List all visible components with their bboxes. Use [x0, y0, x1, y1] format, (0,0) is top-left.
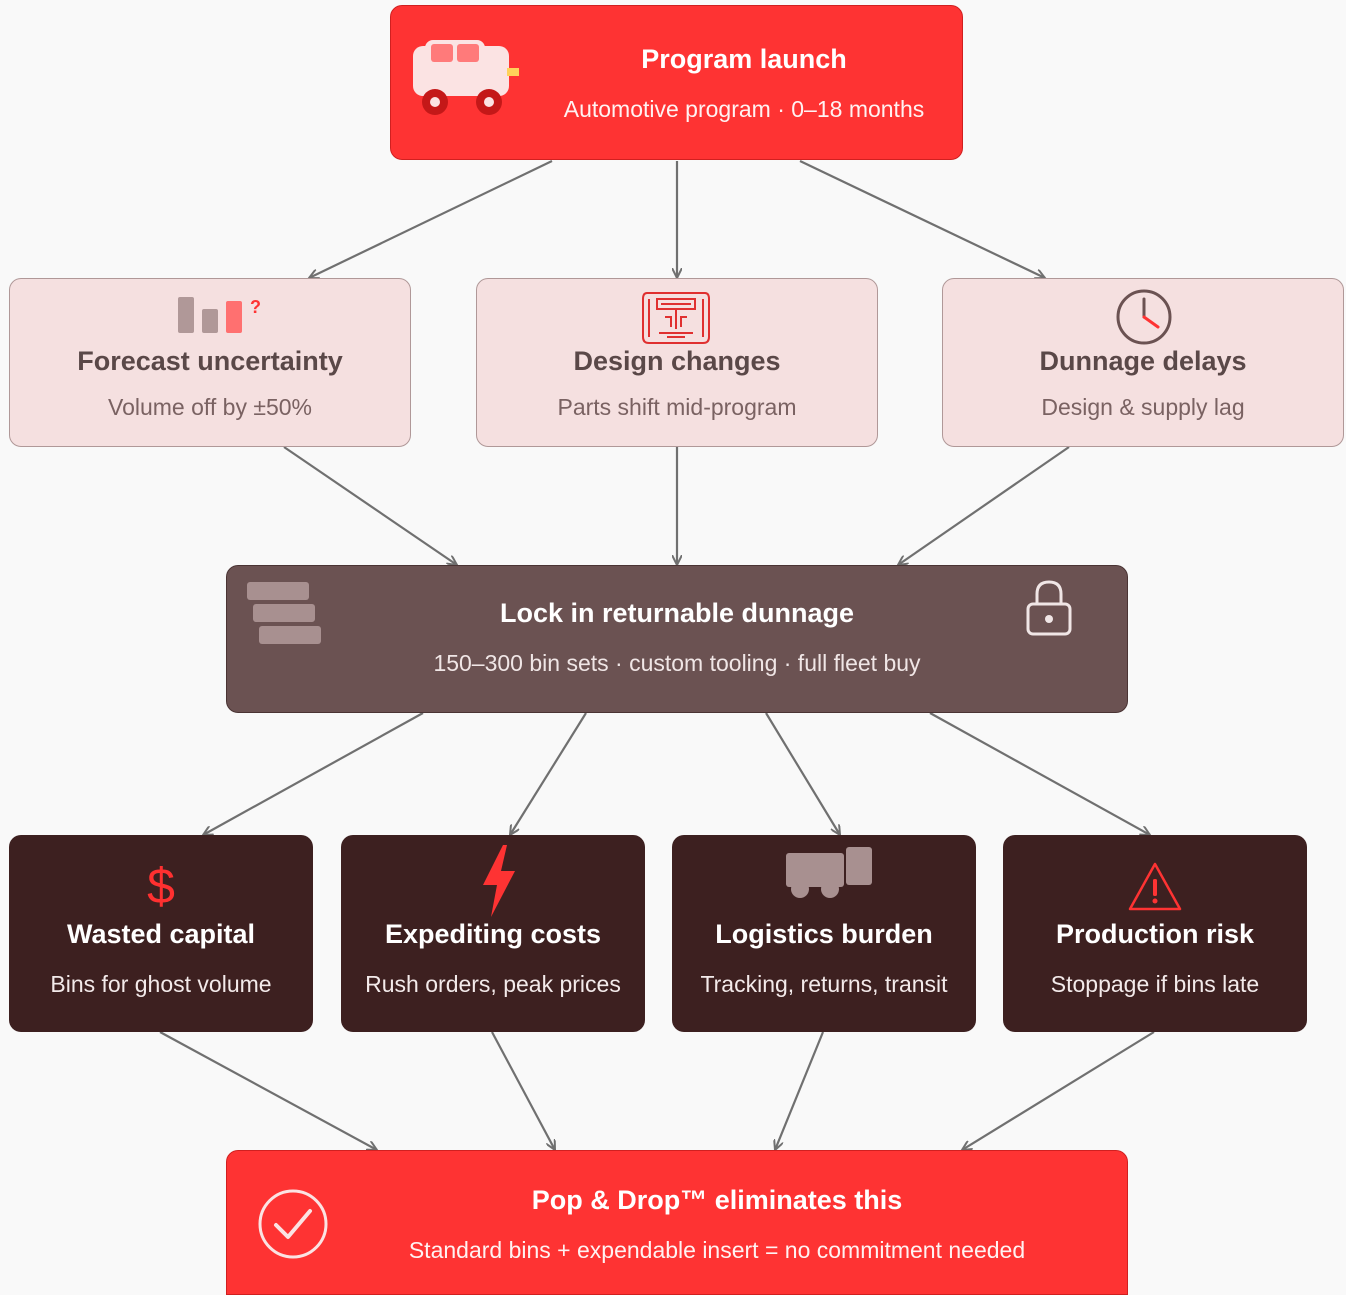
- pop-and-drop-title: Pop & Drop™ eliminates this: [531, 1185, 903, 1215]
- warning-icon: [1128, 862, 1182, 911]
- lightning-icon: [483, 845, 515, 917]
- forecast-uncertainty-node: ? Forecast uncertainty Volume off by ±50…: [9, 278, 411, 447]
- blueprint-icon: [642, 292, 710, 344]
- wasted-capital-title: Wasted capital: [66, 919, 256, 949]
- arrow-expediting-to-solution: [491, 1031, 555, 1150]
- program-launch-subtitle: Automotive program · 0–18 months: [563, 96, 925, 122]
- lock-dunnage-title: Lock in returnable dunnage: [499, 598, 855, 628]
- checkmark-circle-icon: [258, 1189, 328, 1259]
- arrow-delays-to-lock: [898, 446, 1070, 565]
- program-launch-node: Program launch Automotive program · 0–18…: [390, 5, 963, 160]
- forecast-uncertainty-title: Forecast uncertainty: [77, 346, 343, 376]
- arrow-logistics-to-solution: [775, 1031, 825, 1150]
- production-risk-subtitle: Stoppage if bins late: [1050, 971, 1260, 997]
- arrow-forecast-to-lock: [283, 446, 457, 565]
- program-launch-title: Program launch: [641, 44, 847, 74]
- logistics-burden-node: Logistics burden Tracking, returns, tran…: [672, 835, 976, 1032]
- production-risk-node: Production risk Stoppage if bins late: [1003, 835, 1307, 1032]
- svg-text:$: $: [147, 858, 175, 913]
- design-changes-node: Design changes Parts shift mid-program: [476, 278, 878, 447]
- car-icon: [413, 40, 519, 115]
- clock-icon: [1116, 289, 1172, 345]
- design-changes-title: Design changes: [573, 346, 781, 376]
- wasted-capital-node: $ Wasted capital Bins for ghost volume: [9, 835, 313, 1032]
- expediting-costs-subtitle: Rush orders, peak prices: [365, 971, 621, 997]
- logistics-burden-title: Logistics burden: [715, 919, 933, 949]
- arrow-risk-to-solution: [962, 1031, 1155, 1150]
- arrow-capital-to-solution: [159, 1031, 377, 1150]
- arrow-lock-to-logistics: [765, 712, 840, 835]
- truck-icon: [786, 847, 872, 898]
- svg-text:?: ?: [250, 297, 261, 317]
- stacked-bins-icon: [247, 582, 321, 644]
- arrow-launch-to-forecast: [309, 160, 553, 278]
- expediting-costs-title: Expediting costs: [384, 919, 602, 949]
- arrow-lock-to-risk: [929, 712, 1150, 835]
- pop-and-drop-node: Pop & Drop™ eliminates this Standard bin…: [226, 1150, 1128, 1295]
- dunnage-delays-node: Dunnage delays Design & supply lag: [942, 278, 1344, 447]
- dunnage-delays-title: Dunnage delays: [1039, 346, 1247, 376]
- pop-and-drop-subtitle: Standard bins + expendable insert = no c…: [408, 1237, 1026, 1263]
- forecast-uncertainty-subtitle: Volume off by ±50%: [108, 394, 312, 420]
- lock-dunnage-subtitle: 150–300 bin sets · custom tooling · full…: [433, 650, 921, 676]
- bar-chart-question-icon: ?: [178, 297, 261, 333]
- logistics-burden-subtitle: Tracking, returns, transit: [700, 971, 948, 997]
- dunnage-delays-subtitle: Design & supply lag: [1041, 394, 1245, 420]
- arrow-lock-to-expediting: [510, 712, 587, 835]
- padlock-icon: [1026, 580, 1072, 636]
- production-risk-title: Production risk: [1055, 919, 1255, 949]
- wasted-capital-subtitle: Bins for ghost volume: [50, 971, 272, 997]
- arrow-launch-to-delays: [799, 160, 1045, 278]
- arrow-lock-to-capital: [203, 712, 424, 835]
- design-changes-subtitle: Parts shift mid-program: [557, 394, 797, 420]
- dollar-icon: $: [147, 858, 175, 913]
- lock-dunnage-node: Lock in returnable dunnage 150–300 bin s…: [226, 565, 1128, 713]
- expediting-costs-node: Expediting costs Rush orders, peak price…: [341, 835, 645, 1032]
